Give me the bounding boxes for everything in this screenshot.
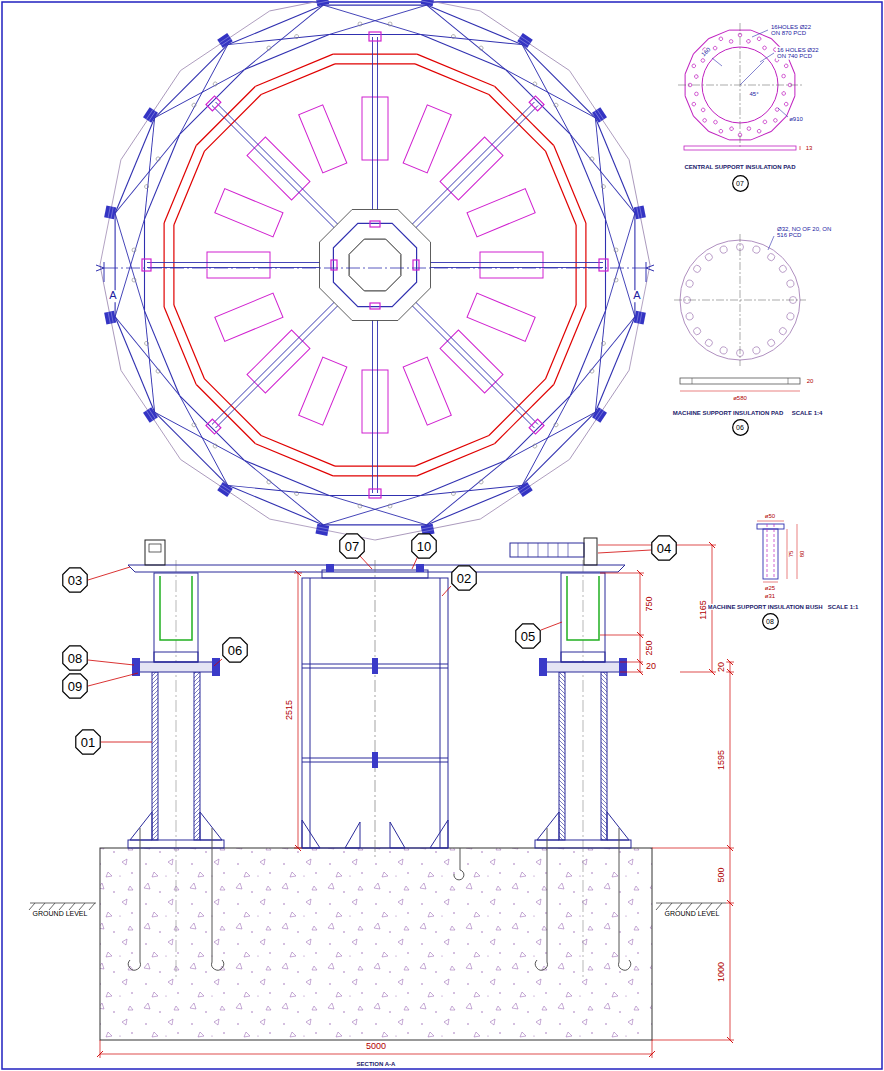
dimension-text: 160 [700, 46, 713, 59]
drawing-label: SCALE 1:4 [791, 410, 824, 416]
callout-number: 06 [222, 637, 248, 663]
callout-text: 07 [345, 540, 359, 553]
callout-number: 08 [62, 645, 88, 671]
dimension-text: 20 [717, 661, 726, 673]
callout-number: 05 [515, 623, 541, 649]
callout-number: 08 [762, 613, 779, 630]
callout-number: 03 [62, 567, 88, 593]
drawing-label: ø910 [788, 116, 804, 122]
drawing-label: 20 [645, 662, 657, 671]
callout-text: 08 [68, 652, 82, 665]
drawing-label: ø25 [764, 585, 776, 591]
callout-number: 04 [651, 535, 677, 561]
drawing-label: 16 HOLES Ø22 ON 740 PCD [776, 47, 828, 60]
drawing-label: SECTION A-A [356, 1061, 397, 1067]
drawing-label: 13 [805, 145, 814, 151]
dimension-text: 1595 [717, 749, 726, 771]
drawing-label: 5000 [365, 1042, 387, 1051]
dimension-text: 80 [799, 550, 805, 559]
drawing-label: SCALE 1:1 [827, 604, 860, 610]
dimension-text: 75 [788, 550, 794, 559]
dimension-text: 2515 [285, 699, 294, 721]
drawing-label: ø31 [764, 593, 776, 599]
callout-text: 06 [228, 644, 242, 657]
drawing-label: Ø32, NO OF 20, ON 516 PCD [776, 226, 840, 239]
callout-number: 10 [411, 533, 437, 559]
callout-text: 06 [736, 424, 744, 431]
drawing-label: MACHINE SUPPORT INSULATION PAD [672, 410, 784, 416]
callout-text: 07 [736, 180, 744, 187]
dimension-text: 1165 [699, 599, 708, 620]
callout-number: 02 [451, 565, 477, 591]
drawing-label: GROUND LEVEL [32, 910, 89, 917]
callout-number: 09 [62, 673, 88, 699]
callout-text: 08 [766, 618, 774, 625]
callout-text: 09 [68, 680, 82, 693]
dimension-text: 1000 [717, 961, 726, 983]
callout-text: 02 [457, 572, 471, 585]
dimension-text: 750 [645, 595, 654, 612]
drawing-label: CENTRAL SUPPORT INSULATION PAD [683, 164, 796, 170]
drawing-label: ø580 [732, 395, 748, 401]
dimension-text: 500 [717, 866, 726, 883]
callout-text: 03 [68, 574, 82, 587]
drawing-label: A [108, 290, 117, 302]
callout-text: 01 [81, 736, 95, 749]
drawing-label: ø50 [764, 513, 776, 519]
dimension-text: 250 [645, 639, 654, 656]
drawing-label: 16HOLES Ø22 ON 870 PCD [770, 24, 818, 37]
drawing-label: A [632, 290, 641, 302]
callout-number: 06 [732, 419, 749, 436]
drawing-label: 45° [748, 91, 759, 97]
callout-text: 05 [521, 630, 535, 643]
drawing-label: MACHINE SUPPORT INSULATION BUSH [706, 604, 823, 610]
drawing-label: 20 [806, 378, 815, 384]
drawing-label: GROUND LEVEL [664, 910, 721, 917]
callout-number: 07 [732, 175, 749, 192]
callout-number: 07 [339, 533, 365, 559]
callout-number: 01 [75, 729, 101, 755]
callout-text: 10 [417, 540, 431, 553]
callout-text: 04 [657, 542, 671, 555]
